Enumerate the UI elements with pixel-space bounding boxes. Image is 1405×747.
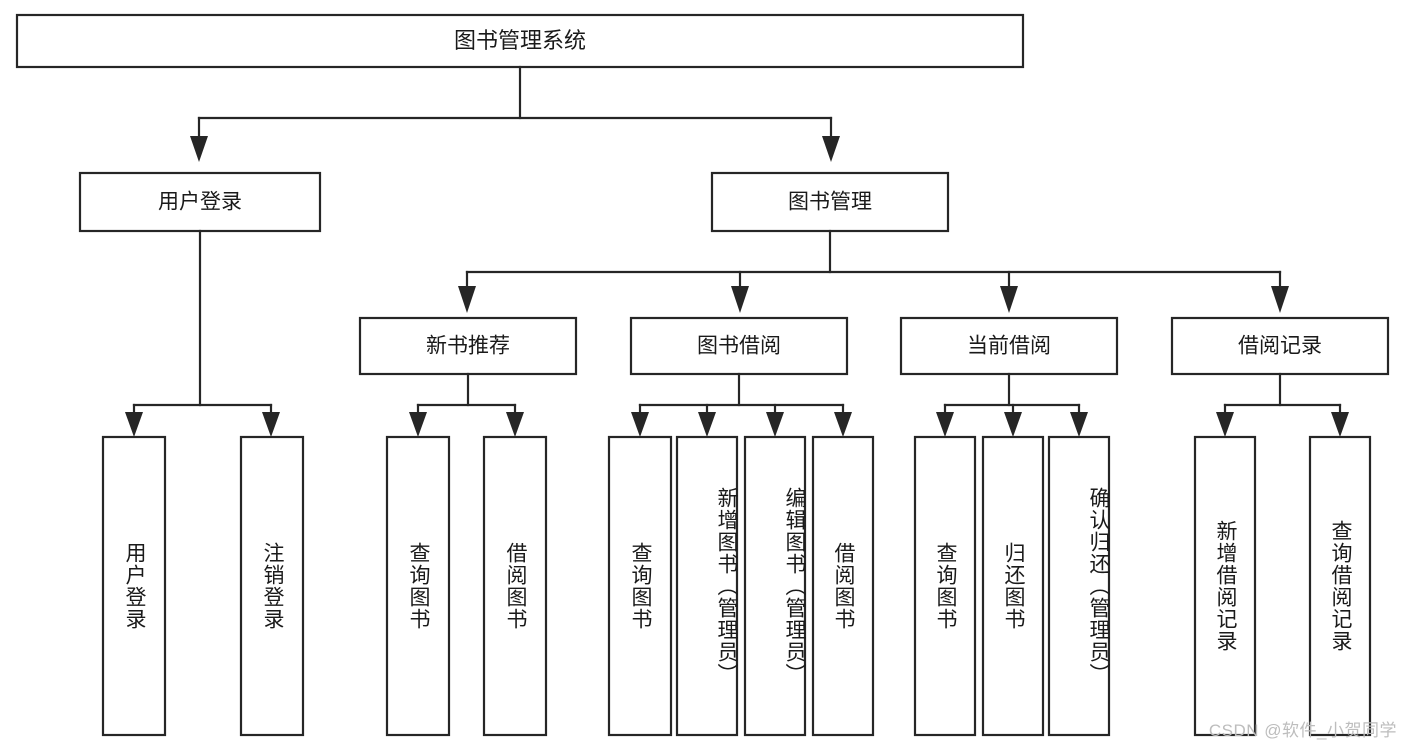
arrow-head-nbr-leaf1 — [409, 412, 427, 437]
leaf-box-nbr-query-book[interactable] — [385, 435, 451, 737]
leaf-box-cb-confirm-return[interactable] — [1047, 435, 1111, 737]
node-new-book-recommend[interactable]: 新书推荐 — [358, 316, 578, 376]
node-book-borrow[interactable]: 图书借阅 — [629, 316, 849, 376]
node-current-borrow-box[interactable] — [899, 316, 1119, 376]
arrow-head-nbr-leaf2 — [506, 412, 524, 437]
node-current-borrow[interactable]: 当前借阅 — [899, 316, 1119, 376]
node-user-login[interactable]: 用户登录 — [78, 171, 322, 233]
node-root-label: 图书管理系统 — [454, 28, 586, 53]
node-book-borrow-label: 图书借阅 — [697, 335, 781, 358]
arrow-head-to-new-book — [458, 286, 476, 313]
leaf-box-bb-borrow-book[interactable] — [811, 435, 875, 737]
node-book-management-label: 图书管理 — [788, 191, 872, 214]
leaf-box-cb-query-book[interactable] — [913, 435, 977, 737]
leaf-box-bb-add-book[interactable] — [675, 435, 739, 737]
arrow-head-br-leaf2 — [1331, 412, 1349, 437]
leaf-box-bb-edit-book[interactable] — [743, 435, 807, 737]
arrow-head-cb-leaf2 — [1004, 412, 1022, 437]
arrow-head-leaf-user-login — [125, 412, 143, 437]
arrow-head-to-current-borrow — [1000, 286, 1018, 313]
node-borrow-record[interactable]: 借阅记录 — [1170, 316, 1390, 376]
node-book-management[interactable]: 图书管理 — [710, 171, 950, 233]
arrow-head-br-leaf1 — [1216, 412, 1234, 437]
node-new-book-recommend-label: 新书推荐 — [426, 335, 510, 358]
csdn-watermark: CSDN @软件_小贺同学 — [1208, 721, 1397, 740]
leaf-box-br-add-record[interactable] — [1193, 435, 1257, 737]
arrow-head-bb-leaf2 — [698, 412, 716, 437]
node-borrow-record-box[interactable] — [1170, 316, 1390, 376]
arrow-head-to-book-borrow — [731, 286, 749, 313]
node-book-management-box[interactable] — [710, 171, 950, 233]
arrow-head-bb-leaf1 — [631, 412, 649, 437]
arrow-head-to-book-management — [822, 136, 840, 162]
leaf-box-cb-return-book[interactable] — [981, 435, 1045, 737]
node-book-borrow-box[interactable] — [629, 316, 849, 376]
node-root[interactable]: 图书管理系统 — [15, 13, 1025, 69]
leaf-box-user-login[interactable] — [101, 435, 167, 737]
leaf-box-logout[interactable] — [239, 435, 305, 737]
arrow-head-cb-leaf3 — [1070, 412, 1088, 437]
node-user-login-label: 用户登录 — [158, 191, 242, 214]
leaf-box-bb-query-book[interactable] — [607, 435, 673, 737]
arrow-head-bb-leaf4 — [834, 412, 852, 437]
node-new-book-recommend-box[interactable] — [358, 316, 578, 376]
arrow-head-bb-leaf3 — [766, 412, 784, 437]
arrow-head-to-user-login — [190, 136, 208, 162]
node-current-borrow-label: 当前借阅 — [967, 335, 1051, 358]
arrow-head-to-borrow-record — [1271, 286, 1289, 313]
arrow-head-cb-leaf1 — [936, 412, 954, 437]
node-borrow-record-label: 借阅记录 — [1238, 335, 1322, 358]
leaf-box-nbr-borrow-book[interactable] — [482, 435, 548, 737]
leaf-box-br-query-record[interactable] — [1308, 435, 1372, 737]
arrow-head-leaf-logout — [262, 412, 280, 437]
node-root-box[interactable] — [15, 13, 1025, 69]
